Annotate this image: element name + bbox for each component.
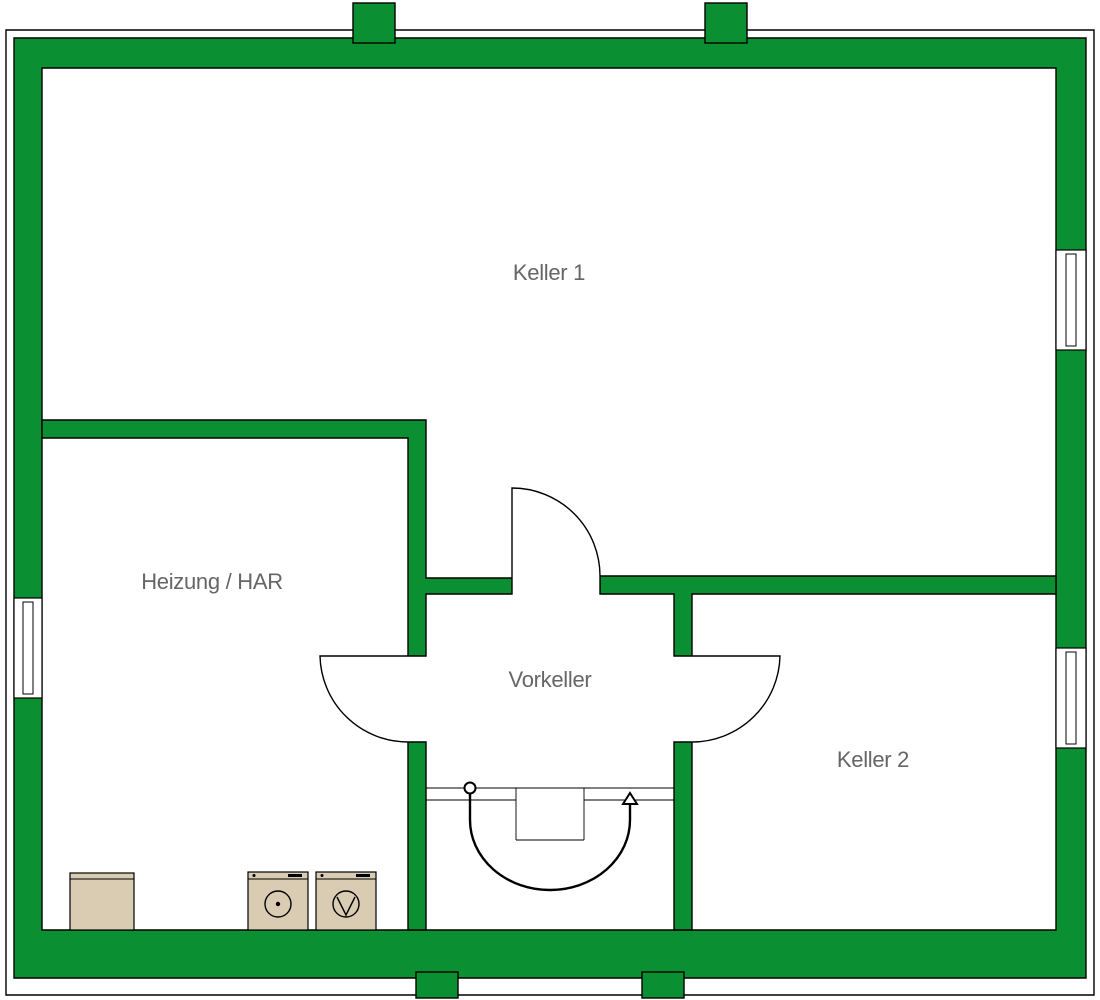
pilaster-top-right [704,2,748,44]
wall-stairs-keller2 [673,741,693,931]
wall-heizung-stairs [407,741,427,931]
window-east-upper [1055,249,1087,351]
wall-keller1-heizung [41,419,513,657]
window-west [13,597,43,699]
walk-line [468,788,632,892]
washing-machine-icon [247,871,309,931]
outer-frame [5,29,1095,996]
room-label-vorkeller: Vorkeller [509,667,592,692]
doors [319,487,781,743]
pilaster-top-left [352,2,396,44]
staircase-icon [426,781,674,892]
pilaster-bottom-right [641,971,685,999]
door-keller1 [511,487,601,594]
room-labels: Keller 1 Heizung / HAR Vorkeller Keller … [141,260,909,772]
appliances [69,871,377,931]
door-heizung [319,655,409,743]
windows [13,249,1087,749]
pilaster-bottom-left [415,971,459,999]
boiler-icon [69,872,135,931]
stair-arrow-icon [621,791,639,805]
room-label-keller1: Keller 1 [513,260,585,285]
room-label-keller2: Keller 2 [837,747,909,772]
room-label-heizung: Heizung / HAR [141,569,283,594]
stair-start-marker [463,781,477,795]
wall-keller1-keller2 [599,575,1057,657]
dryer-icon [315,871,377,931]
window-east-lower [1055,647,1087,749]
door-keller2 [691,655,781,743]
